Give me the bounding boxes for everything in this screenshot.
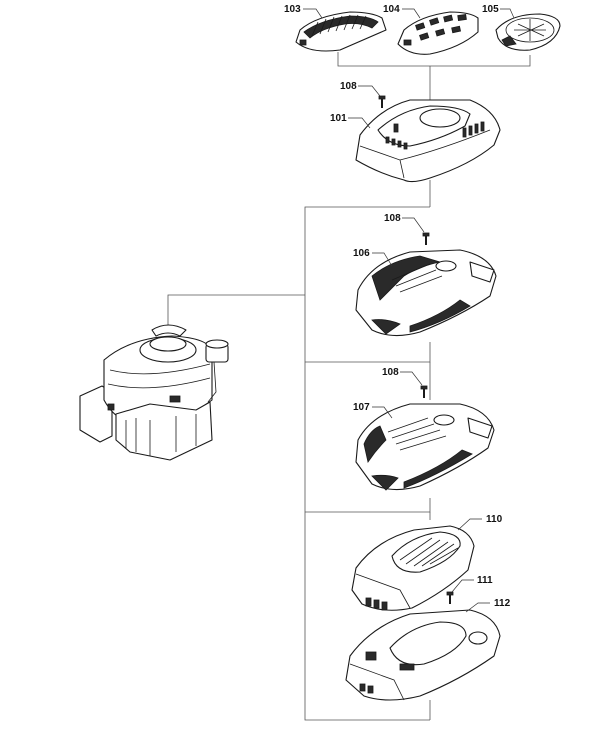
connector-lines bbox=[167, 52, 531, 721]
part-108-screw-lower[interactable] bbox=[420, 385, 428, 398]
label-112: 112 bbox=[494, 598, 511, 609]
part-104-vented-cover[interactable] bbox=[397, 11, 479, 55]
label-107: 107 bbox=[353, 402, 370, 413]
part-108-screw-top[interactable] bbox=[378, 95, 386, 108]
part-112-base-frame[interactable] bbox=[345, 609, 501, 701]
part-106-styled-cover[interactable] bbox=[355, 249, 497, 337]
part-103-ribbed-cover[interactable] bbox=[295, 11, 387, 52]
part-111-screw[interactable] bbox=[446, 591, 454, 604]
part-labels: 103 104 105 108 101 108 106 108 107 110 … bbox=[284, 4, 511, 609]
label-103: 103 bbox=[284, 4, 301, 15]
label-108-lower: 108 bbox=[382, 367, 399, 378]
part-107-styled-cover[interactable] bbox=[355, 403, 495, 491]
label-110: 110 bbox=[486, 514, 503, 525]
part-101-engine-cover[interactable] bbox=[355, 99, 501, 183]
part-108-screw-middle[interactable] bbox=[422, 232, 430, 245]
label-108-middle: 108 bbox=[384, 213, 401, 224]
label-105: 105 bbox=[482, 4, 499, 15]
label-111: 111 bbox=[477, 575, 493, 586]
label-104: 104 bbox=[383, 4, 400, 15]
label-101: 101 bbox=[330, 113, 347, 124]
part-105-disc-cover[interactable] bbox=[495, 13, 561, 51]
part-110-grille-cover[interactable] bbox=[351, 525, 475, 611]
label-106: 106 bbox=[353, 248, 370, 259]
engine-assembly[interactable] bbox=[79, 324, 229, 461]
leader-lines bbox=[303, 8, 515, 613]
label-108-top: 108 bbox=[340, 81, 357, 92]
